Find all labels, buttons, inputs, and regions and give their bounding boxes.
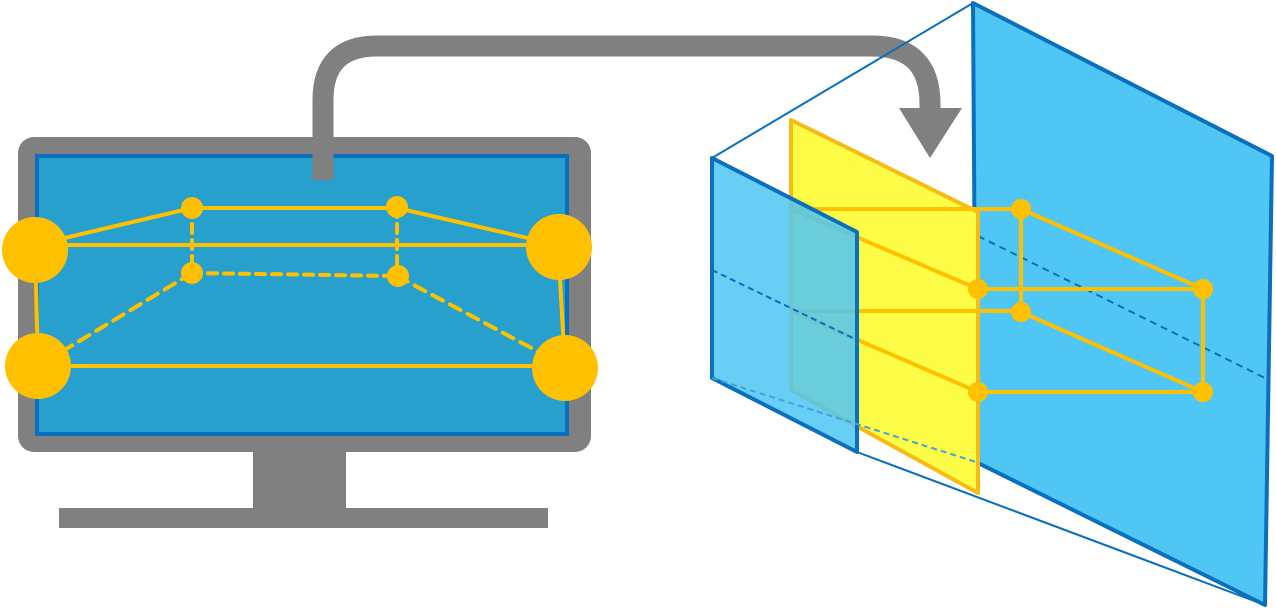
- control-point-icon[interactable]: [1011, 302, 1031, 322]
- control-points-large: [2, 214, 598, 401]
- projected-control-points: [968, 199, 1213, 402]
- monitor-stand-neck: [253, 450, 346, 510]
- control-points-small: [181, 196, 409, 287]
- control-point-icon[interactable]: [526, 214, 592, 280]
- control-point-icon[interactable]: [532, 335, 598, 401]
- control-point-icon[interactable]: [968, 279, 988, 299]
- monitor-stand-base: [59, 508, 548, 528]
- control-point-icon[interactable]: [968, 382, 988, 402]
- control-point-icon[interactable]: [1193, 382, 1213, 402]
- monitor-screen: [35, 154, 569, 436]
- control-point-icon[interactable]: [387, 265, 409, 287]
- control-point-icon[interactable]: [5, 333, 71, 399]
- control-point-icon[interactable]: [181, 262, 203, 284]
- control-point-icon[interactable]: [181, 197, 203, 219]
- control-point-icon[interactable]: [2, 217, 68, 283]
- curved-arrow-icon: [312, 35, 962, 180]
- control-point-icon[interactable]: [1011, 199, 1031, 219]
- control-point-icon[interactable]: [1193, 279, 1213, 299]
- control-point-icon[interactable]: [386, 196, 408, 218]
- frustum-icon: [710, 1, 1274, 607]
